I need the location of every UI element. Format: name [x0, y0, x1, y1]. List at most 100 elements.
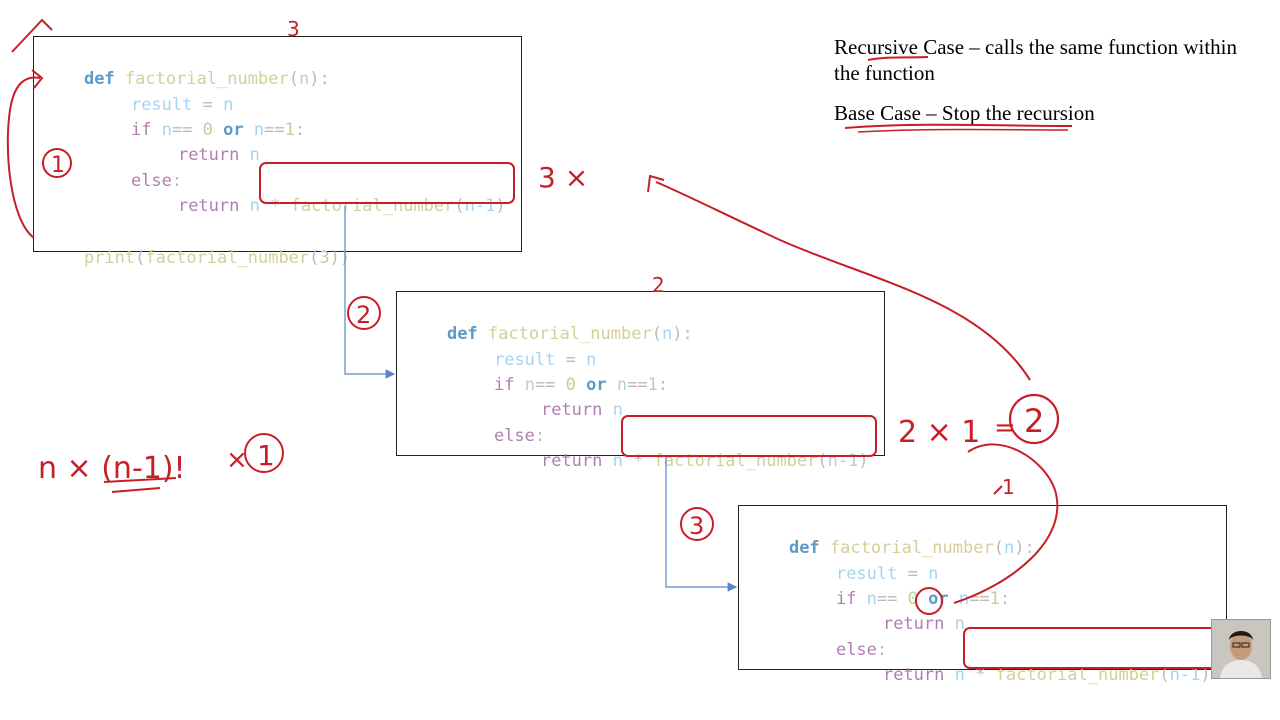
colon: : [171, 171, 183, 191]
open-paren: ( [817, 451, 828, 471]
minus-one: -1 [1179, 665, 1201, 685]
def-keyword: def [446, 324, 478, 344]
close-paren: ) [672, 324, 683, 344]
step-circle-3 [680, 507, 714, 541]
result-two: 2 [1024, 402, 1044, 440]
param-name: n [298, 69, 310, 89]
code-box-1: def factorial_number(n): result = n if n… [33, 36, 522, 268]
code-line-return-base: return n [43, 118, 260, 165]
star-op: * [633, 451, 644, 471]
code-line-def: def factorial_number(n): [43, 42, 330, 89]
eq-op: == [534, 375, 556, 395]
colon: : [319, 69, 330, 89]
param-name: n [954, 665, 965, 685]
assign-op: = [202, 95, 213, 115]
param-name: n [161, 120, 172, 140]
param-name: n [612, 451, 623, 471]
call-connector-2 [665, 457, 738, 592]
star-op: * [975, 665, 986, 685]
function-name: factorial_number [145, 248, 310, 268]
step-number-2: 2 [356, 301, 371, 329]
close-paren: ) [1200, 665, 1211, 685]
formula-underline-1 [103, 477, 177, 483]
formula-underline-2 [111, 487, 161, 493]
param-name: n [253, 120, 265, 140]
open-paren: ( [651, 324, 662, 344]
function-name: factorial_number [290, 196, 455, 216]
webcam-thumbnail [1211, 619, 1271, 679]
code-line-if: if n== 0 or n==1: [748, 562, 1010, 609]
colon: : [294, 120, 306, 140]
note-recursive-word: Recursive [834, 35, 918, 59]
if-keyword: if [493, 375, 515, 395]
param-name: n [586, 350, 597, 370]
function-name: factorial_number [124, 69, 289, 89]
one-literal: 1 [989, 589, 1000, 609]
code-line-result: result = n [748, 537, 938, 584]
code-box-2: def factorial_number(n): result = n if n… [396, 291, 885, 471]
presenter-avatar-icon [1212, 620, 1270, 678]
close-paren: ) [309, 69, 320, 89]
notes-panel: Recursive Case – calls the same function… [834, 34, 1254, 138]
code-line-if: if n== 0 or n==1: [406, 348, 668, 395]
colon: : [999, 589, 1011, 609]
else-keyword: else [130, 171, 172, 191]
note-recursive-rest: Case – calls the same function within th… [834, 35, 1237, 85]
code-line-return-base: return n [748, 587, 965, 634]
param-name: n [223, 95, 234, 115]
one-literal: 1 [284, 120, 295, 140]
minus-one: -1 [474, 196, 496, 216]
star-op: * [270, 196, 281, 216]
else-keyword: else [835, 640, 877, 660]
code-box-3: def factorial_number(n): result = n if n… [738, 505, 1227, 685]
param-name: n [616, 375, 628, 395]
colon: : [876, 640, 888, 660]
factorial-formula: n × (n-1)! [38, 451, 186, 486]
param-name: n [1169, 665, 1180, 685]
note-base-word: Base Case [834, 101, 921, 125]
formula-times: × [226, 445, 248, 475]
result-var: result [130, 95, 193, 115]
print-arg: 3 [319, 248, 330, 268]
code-line-return-recursive: return n * factorial_number(n-1) [406, 424, 869, 471]
param-name: n [249, 196, 260, 216]
equals-label: = [994, 413, 1016, 443]
code-line-else: else: [43, 144, 182, 191]
param-name: n [954, 614, 965, 634]
def-keyword: def [788, 538, 820, 558]
code-line-return-recursive: return n * factorial_number(n-1) [43, 169, 506, 216]
close-paren: ) [858, 451, 869, 471]
open-paren: ( [454, 196, 465, 216]
code-line-result: result = n [406, 323, 596, 370]
param-name: n [524, 375, 535, 395]
zero-literal: 0 [202, 120, 213, 140]
code-line-return-recursive: return n * factorial_number(n-1) [748, 638, 1211, 685]
eq-op: == [969, 589, 990, 609]
if-keyword: if [835, 589, 857, 609]
zero-literal: 0 [907, 589, 918, 609]
code-line-print: print(factorial_number(3)) [43, 221, 350, 268]
function-name: factorial_number [995, 665, 1160, 685]
colon: : [657, 375, 669, 395]
param-name: n [866, 589, 877, 609]
param-name: n [249, 145, 260, 165]
result-var: result [835, 564, 898, 584]
code-line-result: result = n [43, 68, 233, 115]
if-keyword: if [130, 120, 152, 140]
open-paren: ( [288, 69, 299, 89]
close-paren: ) [1014, 538, 1025, 558]
param-name: n [661, 324, 673, 344]
note-base-case: Base Case – Stop the recursion [834, 100, 1254, 126]
colon: : [534, 426, 546, 446]
or-keyword: or [586, 375, 607, 395]
eq-op: == [627, 375, 648, 395]
return-keyword: return [882, 665, 945, 685]
code-line-else: else: [406, 399, 545, 446]
code-line-def: def factorial_number(n): [406, 297, 693, 344]
else-keyword: else [493, 426, 535, 446]
open-paren: ( [309, 248, 320, 268]
open-paren: ( [993, 538, 1004, 558]
eq-op: == [876, 589, 898, 609]
step-number-3: 3 [689, 512, 704, 540]
function-name: factorial_number [829, 538, 994, 558]
